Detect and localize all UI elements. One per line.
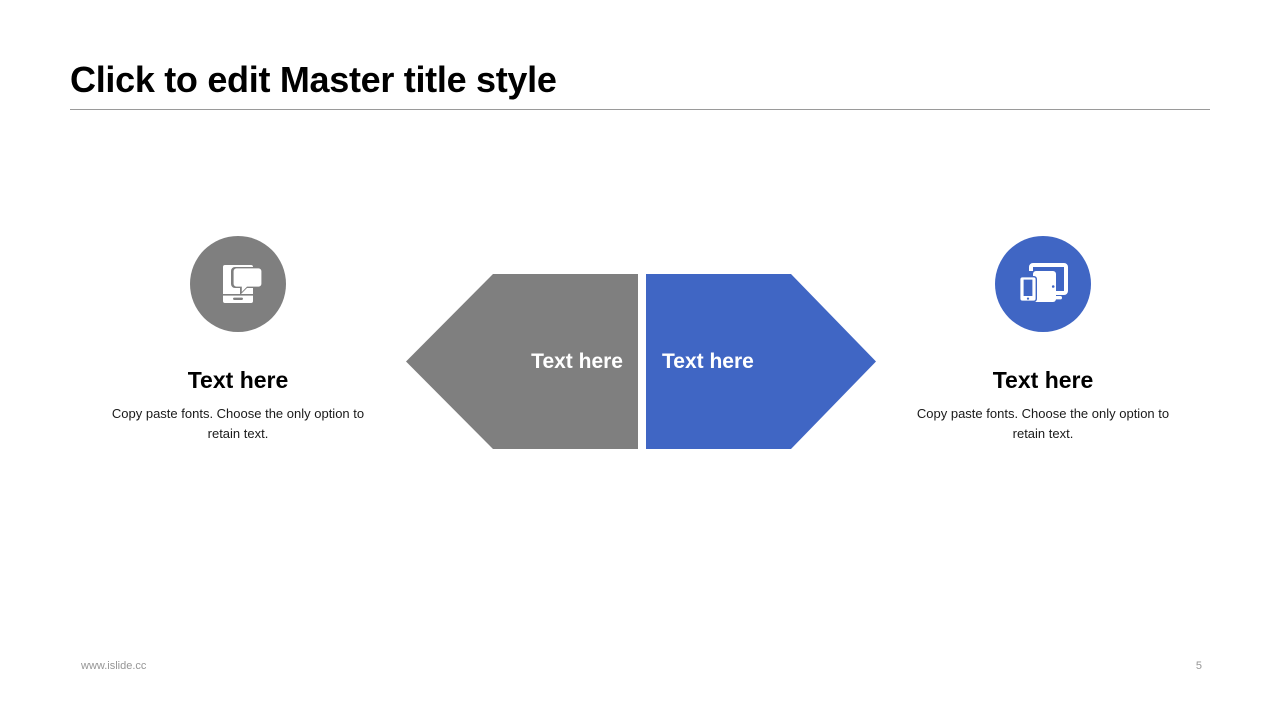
feature-right-heading: Text here [992,367,1094,393]
page-title: Click to edit Master title style [70,59,557,100]
feature-left-icon-circle [190,236,286,332]
footer-url[interactable]: www.islide.cc [81,660,147,672]
title-divider [70,109,1210,110]
feature-block-left: Text here Copy paste fonts. Choose the o… [88,236,388,444]
responsive-devices-icon [1016,259,1070,309]
feature-right-icon-circle [995,236,1091,332]
arrow-left-shape[interactable]: Text here [406,274,638,449]
feature-block-right: Text here Copy paste fonts. Choose the o… [893,236,1193,444]
page-number: 5 [1195,660,1202,672]
feature-left-body: Copy paste fonts. Choose the only option… [111,406,365,441]
mobile-chat-icon [212,258,264,310]
arrow-right-label: Text here [662,349,754,373]
arrow-left-label: Text here [531,349,623,373]
feature-right-body: Copy paste fonts. Choose the only option… [916,406,1170,441]
arrow-group: Text here Text here [406,274,876,449]
feature-left-heading: Text here [187,367,289,393]
arrow-right-shape[interactable]: Text here [646,274,876,449]
